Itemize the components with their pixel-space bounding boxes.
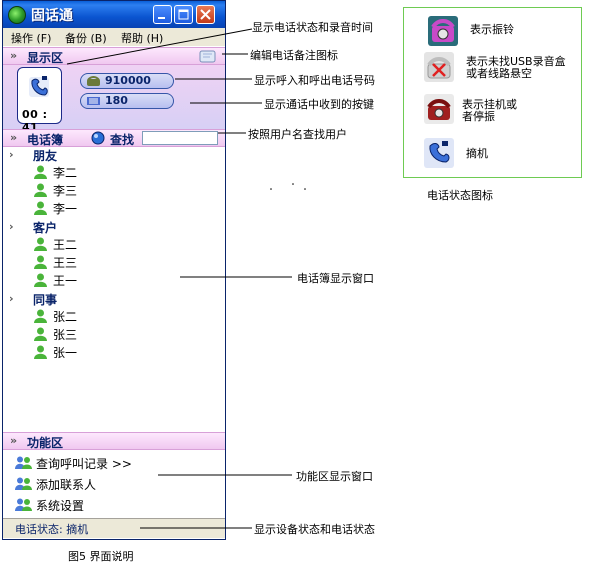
window-title: 固话通 <box>31 8 73 24</box>
maximize-icon <box>178 9 189 20</box>
keypad-icon <box>87 97 100 105</box>
contact-item[interactable]: 王二 <box>53 238 78 252</box>
figure-caption: 图5 界面说明 <box>68 550 134 563</box>
contact-item[interactable]: 李三 <box>53 184 78 198</box>
function-list: 查询呼叫记录 >> 添加联系人 系统设置 <box>3 450 225 518</box>
phone-status-box: 00 : 41 <box>17 67 62 134</box>
close-icon <box>200 9 211 20</box>
call-number-display: 910000 <box>80 73 174 89</box>
menu-bar: 操作 (F) 备份 (B) 帮助 (H) <box>3 28 225 46</box>
contact-person-icon <box>34 327 47 341</box>
off-hook-handset-icon <box>29 76 49 97</box>
close-button[interactable] <box>196 5 215 24</box>
people-icon <box>15 456 32 469</box>
system-settings-link[interactable]: 系统设置 <box>36 499 85 513</box>
phone-number-icon <box>87 76 100 86</box>
contact-item[interactable]: 张三 <box>53 328 78 342</box>
title-bar[interactable]: 固话通 <box>3 1 225 28</box>
contact-item[interactable]: 张一 <box>53 346 78 360</box>
collapse-chevron-icon: » <box>10 434 18 447</box>
received-keys: 180 <box>105 94 128 107</box>
menu-operate[interactable]: 操作 (F) <box>11 32 52 45</box>
search-label[interactable]: 查找 <box>110 133 135 147</box>
status-bar: 电话状态: 摘机 <box>3 518 225 538</box>
contact-person-icon <box>34 201 47 215</box>
legend-off-hook-text: 摘机 <box>466 147 488 160</box>
annotation-device-status: 显示设备状态和电话状态 <box>254 523 375 536</box>
hung-up-phone-icon <box>424 94 454 124</box>
app-window: 固话通 操作 (F) 备份 (B) 帮助 (H) » 显示区 <box>2 0 226 540</box>
group-friends[interactable]: 朋友 <box>33 149 58 163</box>
contact-person-icon <box>34 237 47 251</box>
menu-help[interactable]: 帮助 (H) <box>121 32 164 45</box>
menu-backup[interactable]: 备份 (B) <box>65 32 107 45</box>
people-icon <box>15 477 32 490</box>
legend-caption: 电话状态图标 <box>427 189 493 202</box>
group-expand-chevron-icon[interactable]: › <box>9 292 14 305</box>
ringing-phone-icon <box>428 16 458 46</box>
contact-item[interactable]: 王三 <box>53 256 78 270</box>
display-section-label: 显示区 <box>27 51 64 65</box>
minimize-button[interactable] <box>153 5 172 24</box>
contact-person-icon <box>34 345 47 359</box>
search-input[interactable] <box>142 131 218 145</box>
query-call-log-link[interactable]: 查询呼叫记录 >> <box>36 457 132 471</box>
annotation-search-user: 按照用户名查找用户 <box>248 128 347 141</box>
display-area: 00 : 41 910000 180 <box>3 65 225 134</box>
annotation-status-time: 显示电话状态和录音时间 <box>252 21 373 34</box>
edit-note-icon[interactable] <box>199 50 217 64</box>
phonebook-section-header[interactable]: » 电话簿 查找 <box>3 129 225 147</box>
contact-person-icon <box>34 273 47 287</box>
collapse-chevron-icon: » <box>10 49 18 62</box>
annotation-function-window: 功能区显示窗口 <box>296 470 373 483</box>
no-usb-device-icon <box>424 52 454 82</box>
contact-item[interactable]: 李一 <box>53 202 78 216</box>
group-expand-chevron-icon[interactable]: › <box>9 148 14 161</box>
annotation-keys-received: 显示通话中收到的按键 <box>264 98 374 111</box>
function-section-label: 功能区 <box>27 436 64 450</box>
maximize-button[interactable] <box>174 5 193 24</box>
app-logo-icon <box>8 6 26 24</box>
received-keys-display: 180 <box>80 93 174 109</box>
legend-hung-up-text: 表示挂机或 者停振 <box>462 98 517 123</box>
group-expand-chevron-icon[interactable]: › <box>9 220 14 233</box>
people-icon <box>15 498 32 511</box>
minimize-icon <box>158 17 165 19</box>
display-section-header[interactable]: » 显示区 <box>3 47 225 65</box>
legend-ringing-text: 表示振铃 <box>470 23 514 36</box>
search-icon[interactable] <box>91 131 105 145</box>
annotation-call-number: 显示呼入和呼出电话号码 <box>254 74 375 87</box>
phone-status-text: 电话状态: 摘机 <box>15 523 89 536</box>
contact-item[interactable]: 王一 <box>53 274 78 288</box>
contact-person-icon <box>34 255 47 269</box>
contact-person-icon <box>34 165 47 179</box>
off-hook-handset-icon <box>424 138 454 168</box>
function-section-header[interactable]: » 功能区 <box>3 432 225 450</box>
group-colleagues[interactable]: 同事 <box>33 293 58 307</box>
contact-item[interactable]: 李二 <box>53 166 78 180</box>
add-contact-link[interactable]: 添加联系人 <box>36 478 97 492</box>
status-icon-legend: 表示振铃 表示未找USB录音盒 或者线路悬空 表示挂机或 者停振 摘机 <box>403 7 582 178</box>
legend-no-usb-text: 表示未找USB录音盒 或者线路悬空 <box>466 55 566 80</box>
annotation-phonebook-window: 电话簿显示窗口 <box>297 272 374 285</box>
phonebook-section-label: 电话簿 <box>27 133 64 147</box>
collapse-chevron-icon: » <box>10 131 18 144</box>
group-clients[interactable]: 客户 <box>33 221 58 235</box>
contact-person-icon <box>34 309 47 323</box>
call-number: 910000 <box>105 74 151 87</box>
contact-person-icon <box>34 183 47 197</box>
phonebook-list: › 朋友 李二 李三 李一 › 客户 王二 王三 王一 › 同事 张二 张三 张… <box>3 147 225 431</box>
contact-item[interactable]: 张二 <box>53 310 78 324</box>
annotation-edit-note: 编辑电话备注图标 <box>250 49 338 62</box>
